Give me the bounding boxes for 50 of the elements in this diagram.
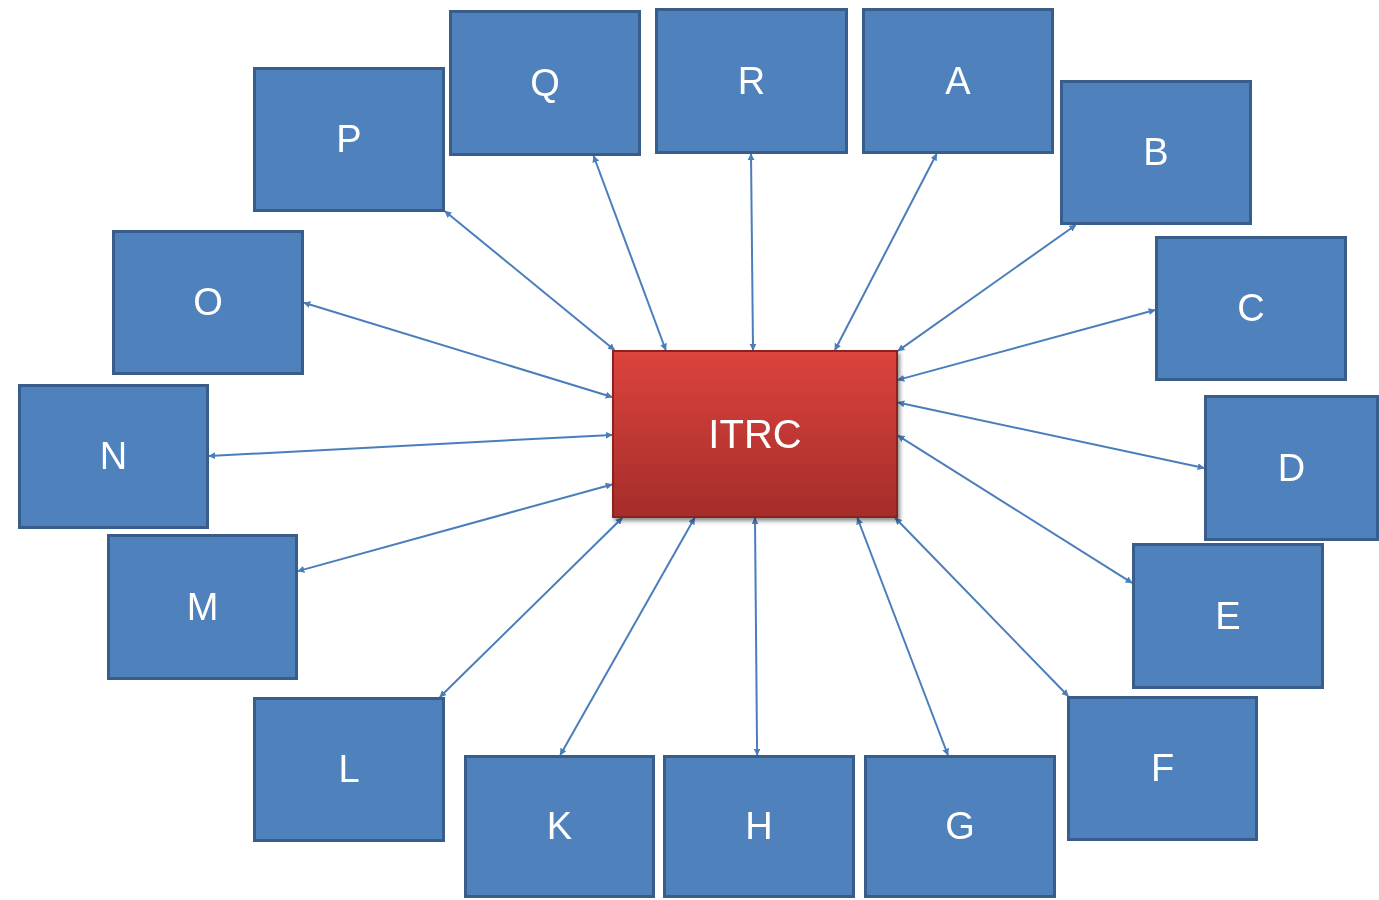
- node-label: B: [1143, 131, 1169, 174]
- double-arrow: [833, 153, 938, 351]
- double-arrow: [897, 400, 1205, 471]
- double-arrow: [444, 210, 616, 351]
- double-arrow: [438, 517, 624, 698]
- node-label: R: [737, 59, 766, 103]
- node-box: [862, 8, 1054, 154]
- node-label: M: [186, 585, 219, 629]
- node-box: [464, 755, 655, 898]
- node-box: [655, 8, 848, 154]
- double-arrow: [592, 155, 667, 351]
- double-arrow: [747, 153, 757, 351]
- hub-box: [612, 350, 898, 518]
- node-box: [1204, 395, 1379, 541]
- node-box: [253, 697, 445, 842]
- double-arrow: [856, 517, 949, 756]
- node-box: [253, 67, 445, 212]
- node-box: [1132, 543, 1324, 689]
- node-label: O: [193, 281, 223, 324]
- double-arrow: [559, 517, 696, 756]
- node-box: [1060, 80, 1252, 225]
- node-label: K: [546, 805, 573, 848]
- node-box: [18, 384, 209, 529]
- double-arrow: [751, 517, 761, 756]
- node-box: [449, 10, 641, 156]
- double-arrow: [303, 301, 613, 399]
- node-label: ITRC: [708, 411, 802, 457]
- node-box: [663, 755, 855, 898]
- double-arrow: [297, 482, 613, 573]
- node-label: H: [745, 805, 773, 848]
- node-label: A: [945, 59, 971, 103]
- node-label: E: [1215, 594, 1241, 638]
- node-label: Q: [530, 61, 560, 105]
- node-label: P: [336, 118, 362, 161]
- double-arrow: [897, 308, 1156, 382]
- node-box: [1155, 236, 1347, 381]
- double-arrow: [897, 224, 1077, 352]
- node-label: L: [338, 748, 360, 791]
- node-box: [1067, 696, 1258, 841]
- node-box: [864, 755, 1056, 898]
- node-label: C: [1237, 287, 1265, 330]
- node-label: G: [945, 805, 975, 848]
- node-box: [112, 230, 304, 375]
- node-label: N: [99, 435, 128, 478]
- node-label: F: [1150, 747, 1175, 790]
- node-label: D: [1277, 446, 1306, 490]
- double-arrow: [897, 434, 1133, 584]
- double-arrow: [208, 431, 613, 460]
- double-arrow: [894, 517, 1070, 697]
- node-box: [107, 534, 298, 680]
